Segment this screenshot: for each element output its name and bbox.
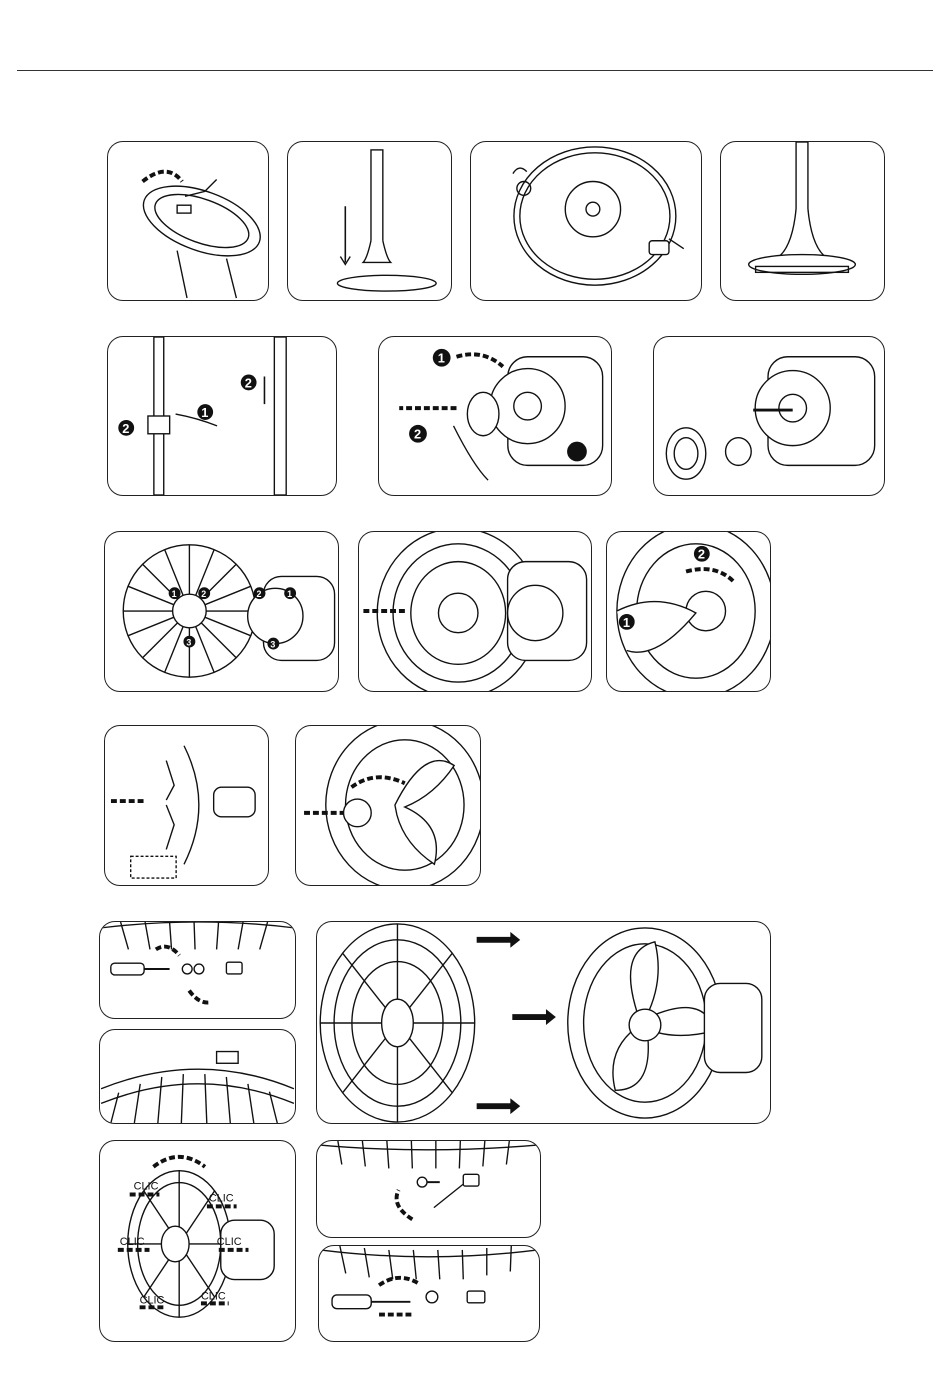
- base-screw-illustration: [108, 142, 268, 300]
- svg-text:1: 1: [201, 405, 208, 420]
- svg-text:2: 2: [698, 547, 705, 562]
- assembled-base-illustration: [721, 142, 884, 300]
- figure-motor-parts-removed: [653, 336, 885, 496]
- rear-grill-align-illustration: 1 2 3 2 1 3: [105, 532, 338, 691]
- svg-text:1: 1: [623, 615, 630, 630]
- figure-front-grill-attach: [316, 921, 771, 1124]
- grill-screw-loosen-illustration: [317, 1141, 540, 1237]
- svg-text:2: 2: [122, 421, 129, 436]
- figure-base-underside-screw: [470, 141, 702, 301]
- figure-rear-grill-mount: [358, 531, 592, 692]
- svg-text:3: 3: [186, 638, 191, 648]
- svg-text:1: 1: [287, 589, 292, 599]
- header-rule: [17, 70, 933, 71]
- svg-text:2: 2: [245, 375, 252, 390]
- figure-base-screw-turn: [107, 141, 269, 301]
- figure-blade-side-view: [104, 725, 269, 886]
- clic-label-3: CLIC: [120, 1236, 145, 1248]
- rear-grill-mount-illustration: [359, 532, 591, 691]
- figure-pole-insert-base: [287, 141, 452, 301]
- svg-text:3: 3: [270, 640, 275, 650]
- grill-clic-illustration: CLIC CLIC CLIC CLIC CLIC CLIC: [100, 1141, 295, 1341]
- clic-label-6: CLIC: [201, 1290, 226, 1302]
- front-grill-illustration: [317, 922, 770, 1123]
- svg-text:2: 2: [257, 589, 262, 599]
- clic-label-5: CLIC: [140, 1294, 165, 1306]
- figure-pole-height-adjust: 1 2 2: [107, 336, 337, 496]
- figure-blade-cap-tighten: [295, 725, 481, 886]
- svg-text:1: 1: [172, 589, 177, 599]
- base-underside-illustration: [471, 142, 701, 300]
- figure-rear-grill-alignment: 1 2 3 2 1 3: [104, 531, 339, 692]
- svg-text:2: 2: [201, 589, 206, 599]
- grill-screw-illustration: [100, 922, 295, 1018]
- figure-grill-screw-loosen: [316, 1140, 541, 1238]
- figure-motor-nut-removal: 1 2: [378, 336, 612, 496]
- motor-nut-illustration: 1 2: [379, 337, 611, 495]
- blade-cap-illustration: [296, 726, 480, 885]
- figure-grill-screw-detail: [99, 921, 296, 1019]
- clic-label-1: CLIC: [134, 1181, 159, 1193]
- rear-grill-nut-illustration: 1 2: [607, 532, 770, 691]
- pole-adjust-illustration: 1 2 2: [108, 337, 336, 495]
- clic-label-4: CLIC: [217, 1236, 242, 1248]
- grill-clip-illustration: [100, 1030, 295, 1123]
- figure-grill-clip-detail: [99, 1029, 296, 1124]
- motor-parts-illustration: [654, 337, 884, 495]
- svg-text:1: 1: [438, 351, 445, 366]
- svg-text:2: 2: [414, 427, 421, 442]
- figure-rear-grill-nut-tighten: 1 2: [606, 531, 771, 692]
- figure-grill-screw-tighten: [318, 1245, 540, 1342]
- clic-label-2: CLIC: [209, 1192, 234, 1204]
- blade-side-illustration: [105, 726, 268, 885]
- figure-grill-clic-assembly: CLIC CLIC CLIC CLIC CLIC CLIC: [99, 1140, 296, 1342]
- grill-screw-tighten-illustration: [319, 1246, 539, 1341]
- pole-insert-illustration: [288, 142, 451, 300]
- figure-assembled-base: [720, 141, 885, 301]
